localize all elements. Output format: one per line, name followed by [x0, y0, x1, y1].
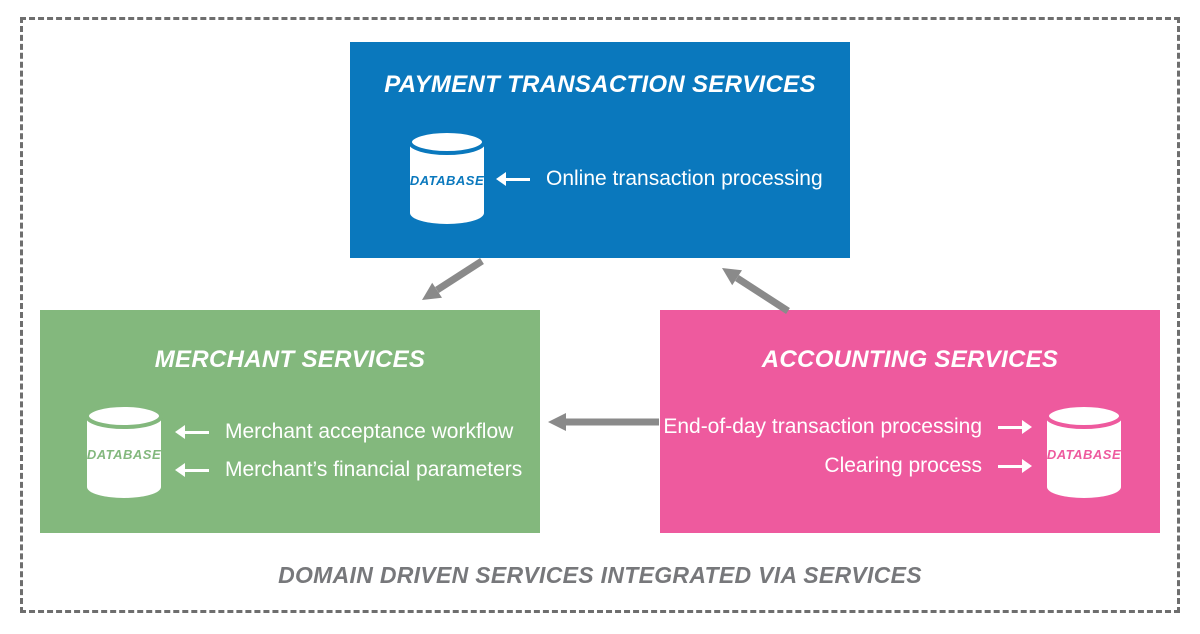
merchant-database-label: DATABASE	[86, 447, 162, 462]
payment-item-label: Online transaction processing	[546, 167, 823, 190]
accounting-item-end-of-day-processing: End-of-day transaction processing	[663, 414, 1032, 440]
payment-transaction-services-box: PAYMENT TRANSACTION SERVICES DATABASE On…	[350, 42, 850, 258]
accounting-item-label: End-of-day transaction processing	[663, 415, 982, 438]
database-cylinder-icon	[408, 129, 486, 224]
accounting-database-icon: DATABASE	[1045, 403, 1123, 499]
merchant-box-title: MERCHANT SERVICES	[154, 346, 426, 373]
accounting-database-label: DATABASE	[1046, 447, 1122, 462]
left-arrow-icon	[175, 463, 209, 477]
database-cylinder-icon	[85, 403, 163, 498]
accounting-item-label: Clearing process	[824, 454, 982, 477]
left-arrow-icon	[496, 172, 530, 186]
right-arrow-icon	[998, 459, 1032, 473]
merchant-item-label: Merchant acceptance workflow	[225, 420, 514, 443]
accounting-item-clearing-process: Clearing process	[824, 453, 1032, 479]
merchant-item-acceptance-workflow: Merchant acceptance workflow	[175, 419, 522, 445]
left-arrow-icon	[175, 425, 209, 439]
diagram-caption: DOMAIN DRIVEN SERVICES INTEGRATED VIA SE…	[278, 562, 922, 588]
payment-item-online-transaction-processing: Online transaction processing	[496, 166, 823, 192]
merchant-item-label: Merchant’s financial parameters	[225, 458, 523, 481]
accounting-box-title: ACCOUNTING SERVICES	[761, 346, 1059, 373]
merchant-services-box: MERCHANT SERVICES DATABASE Merchant acce…	[40, 310, 540, 533]
payment-database-icon: DATABASE	[408, 129, 486, 225]
right-arrow-icon	[998, 420, 1032, 434]
accounting-services-box: ACCOUNTING SERVICES DATABASE End-of-day …	[660, 310, 1160, 533]
payment-box-title: PAYMENT TRANSACTION SERVICES	[384, 71, 816, 98]
database-cylinder-icon	[1045, 403, 1123, 498]
dashed-border-frame	[20, 17, 1180, 613]
payment-database-label: DATABASE	[409, 173, 485, 188]
merchant-item-financial-parameters: Merchant’s financial parameters	[175, 457, 522, 483]
merchant-database-icon: DATABASE	[85, 403, 163, 499]
